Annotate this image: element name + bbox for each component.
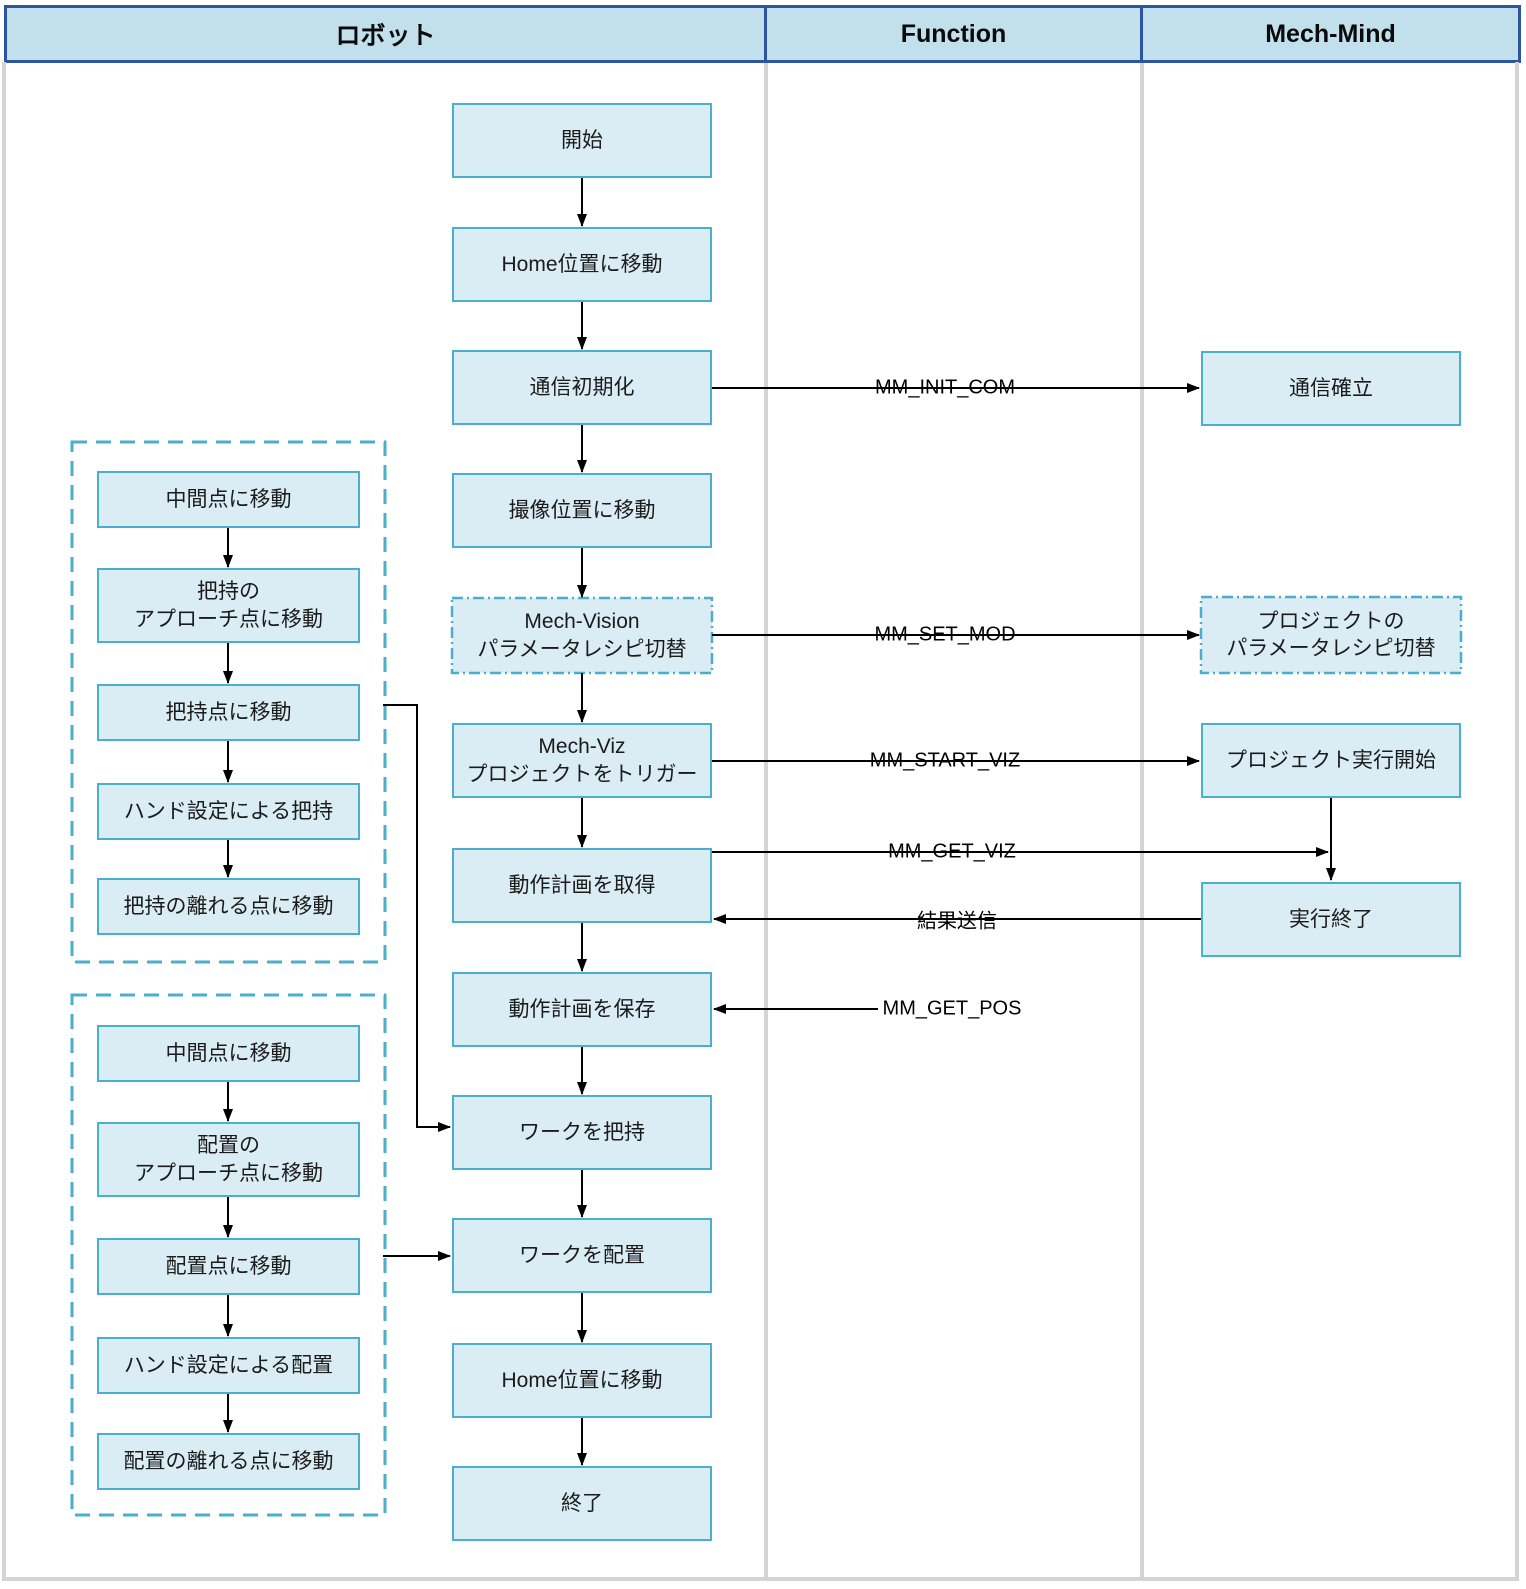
function-label-mm-get-viz: MM_GET_VIZ bbox=[884, 840, 1020, 864]
node-move-home-1: Home位置に移動 bbox=[452, 227, 712, 302]
node-place-approach-point: 配置の アプローチ点に移動 bbox=[97, 1122, 360, 1197]
node-project-recipe-switch: プロジェクトの パラメータレシピ切替 bbox=[1201, 597, 1461, 673]
header-label-function: Function bbox=[900, 19, 1007, 48]
node-place-waypoint: 中間点に移動 bbox=[97, 1025, 360, 1082]
function-label-mm-get-pos: MM_GET_POS bbox=[878, 997, 1026, 1021]
function-label-mm-init-com: MM_INIT_COM bbox=[871, 376, 1019, 400]
node-grasp-workpiece: ワークを把持 bbox=[452, 1095, 712, 1170]
header-row: ロボット Function Mech-Mind bbox=[4, 5, 1521, 63]
node-grasp-by-hand-setting: ハンド設定による把持 bbox=[97, 783, 360, 840]
lane-separator-robot-function bbox=[764, 63, 768, 1578]
body-frame bbox=[2, 62, 1519, 1581]
node-move-capture-pos: 撮像位置に移動 bbox=[452, 473, 712, 548]
node-run-finished: 実行終了 bbox=[1201, 882, 1461, 957]
node-vision-recipe-switch: Mech-Vision パラメータレシピ切替 bbox=[452, 598, 712, 673]
lane-separator-function-mechmind bbox=[1140, 63, 1144, 1578]
node-start: 開始 bbox=[452, 103, 712, 178]
node-grasp-waypoint: 中間点に移動 bbox=[97, 471, 360, 528]
node-grasp-depart-point: 把持の離れる点に移動 bbox=[97, 878, 360, 935]
node-grasp-approach-point: 把持の アプローチ点に移動 bbox=[97, 568, 360, 643]
node-move-home-2: Home位置に移動 bbox=[452, 1343, 712, 1418]
node-place-point: 配置点に移動 bbox=[97, 1238, 360, 1295]
node-place-workpiece: ワークを配置 bbox=[452, 1218, 712, 1293]
header-label-robot: ロボット bbox=[335, 22, 436, 50]
node-project-run-start: プロジェクト実行開始 bbox=[1201, 723, 1461, 798]
header-cell-function: Function bbox=[764, 5, 1143, 63]
node-trigger-viz: Mech-Viz プロジェクトをトリガー bbox=[452, 723, 712, 798]
node-communication-established: 通信確立 bbox=[1201, 351, 1461, 426]
node-end: 終了 bbox=[452, 1466, 712, 1541]
node-save-motion-plan: 動作計画を保存 bbox=[452, 972, 712, 1047]
node-grasp-point: 把持点に移動 bbox=[97, 684, 360, 741]
node-get-motion-plan: 動作計画を取得 bbox=[452, 848, 712, 923]
node-init-communication: 通信初期化 bbox=[452, 350, 712, 425]
function-label-mm-start-viz: MM_START_VIZ bbox=[865, 749, 1025, 773]
function-label-mm-set-mod: MM_SET_MOD bbox=[870, 623, 1020, 647]
header-label-mech-mind: Mech-Mind bbox=[1265, 19, 1396, 48]
header-cell-mech-mind: Mech-Mind bbox=[1140, 5, 1521, 63]
node-place-depart-point: 配置の離れる点に移動 bbox=[97, 1433, 360, 1490]
function-label-result-send: 結果送信 bbox=[913, 904, 1001, 934]
header-cell-robot: ロボット bbox=[4, 5, 767, 63]
node-place-by-hand-setting: ハンド設定による配置 bbox=[97, 1337, 360, 1394]
